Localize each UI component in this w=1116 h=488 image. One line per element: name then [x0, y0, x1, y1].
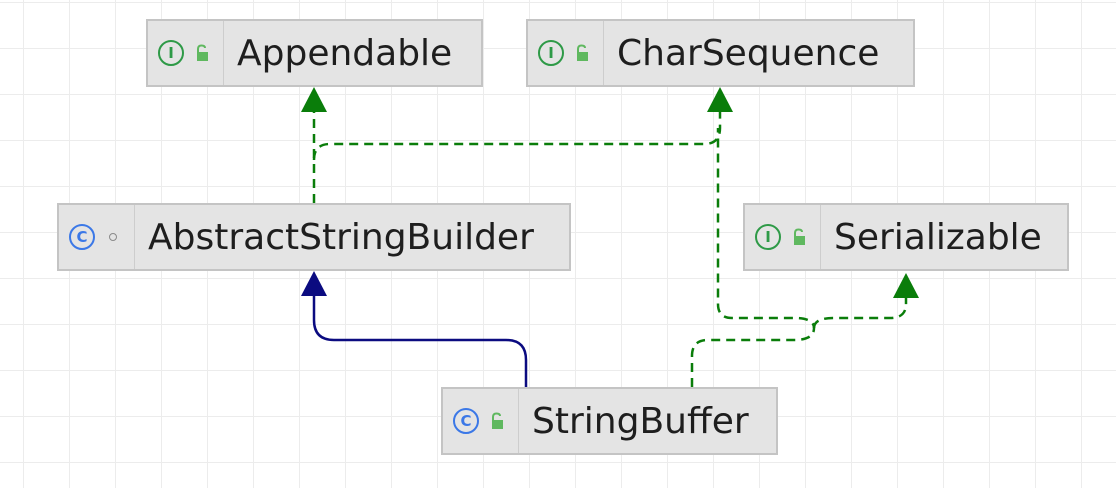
interface-icon: I — [538, 40, 564, 66]
class-icon: C — [69, 224, 95, 250]
class-name: Appendable — [237, 32, 453, 74]
edge-stringbuffer-serializable — [812, 273, 919, 329]
node-appendable[interactable]: I Appendable — [146, 19, 483, 87]
unlocked-padlock-icon — [794, 228, 805, 245]
unlocked-padlock-icon — [197, 44, 208, 61]
node-icons: C — [443, 389, 519, 453]
node-stringbuffer[interactable]: C StringBuffer — [441, 387, 778, 455]
node-icons: C — [59, 205, 135, 269]
node-abstractstringbuilder[interactable]: C AbstractStringBuilder — [57, 203, 571, 271]
arrowhead-serializable — [893, 273, 919, 298]
interface-icon: I — [158, 40, 184, 66]
arrowhead-charsequence — [707, 87, 733, 112]
node-serializable[interactable]: I Serializable — [743, 203, 1069, 271]
edge-abstractstringbuilder-charsequence — [312, 87, 733, 161]
package-private-icon-wrap — [104, 233, 122, 241]
node-charsequence[interactable]: I CharSequence — [526, 19, 915, 87]
class-name: StringBuffer — [532, 400, 749, 442]
class-name: Serializable — [834, 216, 1042, 258]
node-icons: I — [528, 21, 604, 85]
interface-icon: I — [755, 224, 781, 250]
class-icon: C — [453, 408, 479, 434]
class-name: CharSequence — [617, 32, 880, 74]
arrowhead-abstractstringbuilder — [301, 271, 327, 296]
unlocked-padlock-icon — [492, 412, 503, 429]
edge-stringbuffer-abstractstringbuilder — [301, 271, 528, 387]
unlocked-padlock-icon — [577, 44, 588, 61]
node-icons: I — [745, 205, 821, 269]
arrowhead-appendable — [301, 87, 327, 112]
node-icons: I — [148, 21, 224, 85]
package-private-dot-icon — [109, 233, 117, 241]
class-name: AbstractStringBuilder — [148, 216, 534, 258]
